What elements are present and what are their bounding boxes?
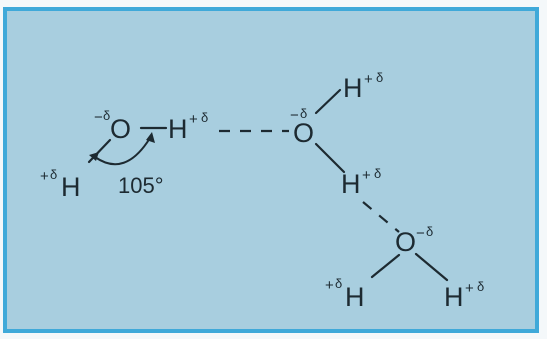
- m3-h-right-delta: δ: [477, 279, 484, 294]
- m1-hydrogen-left: H: [61, 172, 81, 202]
- m2-bond-o-h-up: [314, 88, 342, 115]
- angle-arrowhead-right: [146, 132, 155, 143]
- m2-o-charge-sign: −: [290, 107, 299, 124]
- bond-angle-label: 105°: [118, 173, 164, 198]
- m2-o-delta: δ: [300, 106, 307, 121]
- m2-h-bottom-charge-sign: +: [362, 167, 371, 184]
- m1-o-charge-sign: −: [94, 109, 103, 126]
- m2-h-top-charge-sign: +: [364, 71, 373, 88]
- m3-hydrogen-right: H: [444, 282, 464, 312]
- m1-oxygen: O: [110, 114, 131, 144]
- m3-h-left-charge-sign: +: [325, 277, 334, 294]
- m1-h-right-delta: δ: [201, 110, 208, 125]
- hydrogen-bond-2: [362, 201, 400, 233]
- m2-hydrogen-top: H: [343, 73, 363, 103]
- m3-h-right-charge-sign: +: [465, 280, 474, 297]
- m1-h-left-delta: δ: [50, 167, 57, 182]
- m3-o-delta: δ: [426, 224, 433, 239]
- m3-oxygen: O: [395, 227, 416, 257]
- angle-arrowhead-left: [89, 152, 99, 161]
- m2-h-top-delta: δ: [376, 70, 383, 85]
- m1-h-right-charge-sign: +: [189, 111, 198, 128]
- m2-h-bottom-delta: δ: [374, 166, 381, 181]
- m3-bond-o-h-right: [414, 252, 449, 282]
- m2-bond-o-h-down: [314, 142, 346, 174]
- m1-o-delta: δ: [103, 108, 110, 123]
- m2-hydrogen-bottom: H: [341, 169, 361, 199]
- m3-o-charge-sign: −: [416, 225, 425, 242]
- m1-hydrogen-right: H: [168, 114, 188, 144]
- m1-h-left-charge-sign: +: [40, 168, 49, 185]
- bond-angle-arc: [94, 137, 151, 166]
- diagram-panel: [3, 7, 539, 333]
- m3-h-left-delta: δ: [335, 276, 342, 291]
- m3-bond-o-h-left: [370, 253, 401, 279]
- m3-hydrogen-left: H: [345, 282, 365, 312]
- m2-oxygen: O: [293, 118, 314, 148]
- m1-bond-o-h-left: [87, 138, 112, 164]
